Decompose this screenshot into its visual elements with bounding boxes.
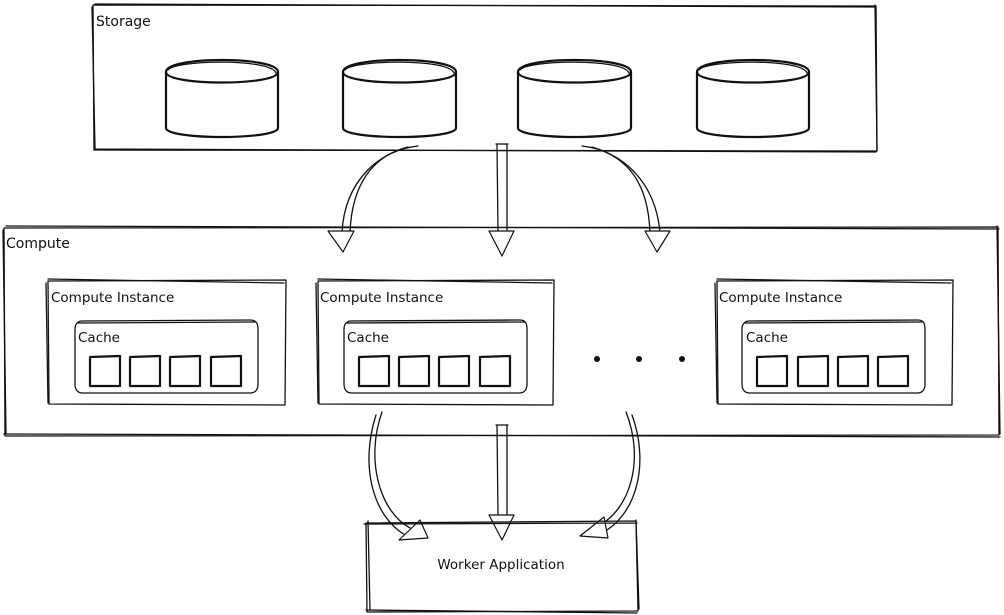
cache-block: [209, 354, 243, 388]
compute-instance-label: Compute Instance: [51, 290, 174, 306]
cache-block: [478, 354, 512, 388]
worker-label: Worker Application: [437, 557, 564, 573]
compute-instance-2: Compute Instance Cache: [315, 278, 555, 406]
compute-group: Compute Compute Instance Cache Compute I…: [2, 225, 1001, 438]
cache-label: Cache: [347, 330, 389, 346]
cache-block: [88, 354, 122, 388]
cache-block: [796, 354, 830, 388]
cache-block: [755, 354, 789, 388]
cache-block: [437, 354, 471, 388]
worker-application: Worker Application: [363, 519, 640, 614]
cache-box: Cache: [74, 319, 259, 394]
storage-disk-2: [341, 58, 458, 139]
cache-label: Cache: [78, 330, 120, 346]
cache-block: [397, 354, 431, 388]
cache-block: [168, 354, 202, 388]
cache-block: [128, 354, 162, 388]
arrow-storage-compute-left: [327, 145, 419, 253]
compute-instance-label: Compute Instance: [719, 290, 842, 306]
compute-label: Compute: [6, 236, 70, 252]
arrow-compute-worker-left: [368, 411, 429, 541]
storage-disk-4: [695, 58, 811, 139]
compute-instance-label: Compute Instance: [320, 290, 443, 306]
storage-to-compute-arrows: [327, 143, 671, 257]
storage-label: Storage: [96, 14, 151, 30]
arrow-storage-compute-middle: [488, 143, 515, 257]
cache-block: [876, 354, 910, 388]
storage-disk-3: [516, 58, 633, 139]
storage-box: [92, 4, 878, 152]
cache-box: Cache: [741, 319, 926, 394]
cache-box: Cache: [343, 319, 528, 394]
cache-block: [357, 354, 391, 388]
storage-group: Storage: [91, 3, 878, 153]
cache-label: Cache: [746, 330, 788, 346]
arrow-storage-compute-right: [581, 145, 671, 253]
compute-instance-3: Compute Instance Cache: [714, 278, 954, 406]
storage-disk-1: [164, 58, 280, 139]
arrow-compute-worker-right: [579, 411, 641, 539]
arrow-compute-worker-middle: [488, 424, 515, 541]
svg-text:· · ·: · · ·: [639, 361, 641, 363]
compute-to-worker-arrows: [368, 411, 641, 541]
compute-ellipsis: · · ·: [594, 356, 685, 363]
cache-block: [836, 354, 870, 388]
compute-instance-1: Compute Instance Cache: [45, 278, 287, 406]
